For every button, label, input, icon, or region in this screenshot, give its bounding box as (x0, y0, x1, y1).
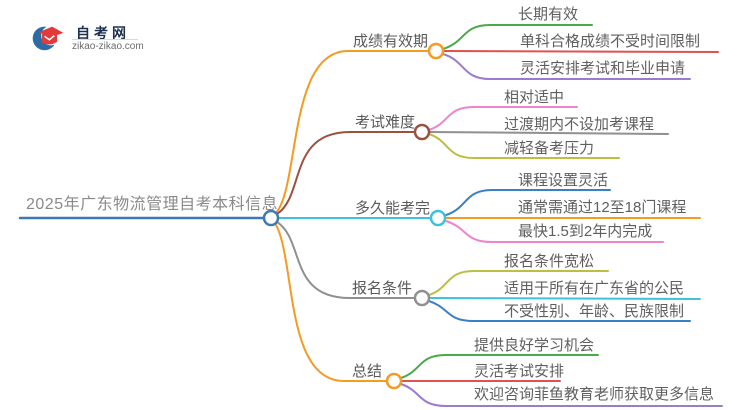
leaf-connector (442, 53, 691, 80)
branch-connector-score-validity (275, 50, 430, 214)
leaf-connector (428, 131, 669, 135)
leaf-label: 长期有效 (518, 6, 579, 23)
leaf-label: 单科合格成绩不受时间限制 (520, 33, 701, 50)
branch-label-summary: 总结 (352, 363, 383, 380)
leaf-connector (442, 50, 719, 53)
central-topic: 2025年广东物流管理自考本科信息 (26, 196, 279, 213)
branch-connector-summary (274, 222, 388, 382)
leaf-connector (400, 354, 599, 379)
leaf-label: 适用于所有在广东省的公民 (504, 280, 685, 297)
branch-node-circle (427, 42, 445, 60)
branch-label-registration-requirements: 报名条件 (352, 280, 413, 297)
logo-domain: zikao-zikao.com (72, 41, 144, 52)
leaf-connector (445, 220, 664, 243)
leaf-label: 报名条件宽松 (504, 253, 595, 270)
leaf-label: 灵活安排考试和毕业申请 (520, 60, 686, 77)
central-node-circle (262, 209, 280, 227)
site-logo[interactable]: 自考网 zikao-zikao.com (30, 12, 190, 60)
leaf-connector (445, 189, 611, 216)
leaf-label: 提供良好学习机会 (474, 337, 595, 354)
leaf-label: 减轻备考压力 (504, 140, 595, 157)
leaf-label: 欢迎咨询菲鱼教育老师获取更多信息 (474, 386, 715, 403)
leaf-label: 不受性别、年龄、民族限制 (504, 303, 685, 320)
leaf-label: 过渡期内不设加考课程 (504, 116, 655, 133)
logo-title: 自考网 (76, 25, 130, 41)
leaf-connector (428, 297, 701, 300)
branch-label-exam-difficulty: 考试难度 (355, 114, 416, 131)
leaf-label: 灵活考试安排 (474, 363, 565, 380)
leaf-connector (442, 24, 593, 50)
branch-node-circle (385, 372, 403, 390)
leaf-connector (428, 270, 609, 296)
leaf-connector (400, 383, 723, 407)
branch-connector-exam-difficulty (276, 131, 416, 215)
leaf-label: 最快1.5到2年内完成 (518, 223, 653, 240)
graduation-cap-icon (32, 25, 64, 51)
branch-label-score-validity: 成绩有效期 (353, 33, 429, 50)
branch-label-completion-time: 多久能考完 (355, 200, 431, 217)
logo-divider (72, 39, 138, 40)
leaf-connector (428, 300, 691, 322)
branch-node-circle (429, 209, 447, 227)
leaf-label: 通常需通过12至18门课程 (518, 199, 687, 216)
branch-connector-registration-requirements (276, 221, 416, 299)
branch-node-circle (413, 289, 431, 307)
leaf-label: 相对适中 (504, 89, 565, 106)
branch-node-circle (413, 123, 431, 141)
leaf-connector (428, 106, 578, 131)
leaf-label: 课程设置灵活 (518, 172, 609, 189)
leaf-connector (428, 133, 620, 159)
